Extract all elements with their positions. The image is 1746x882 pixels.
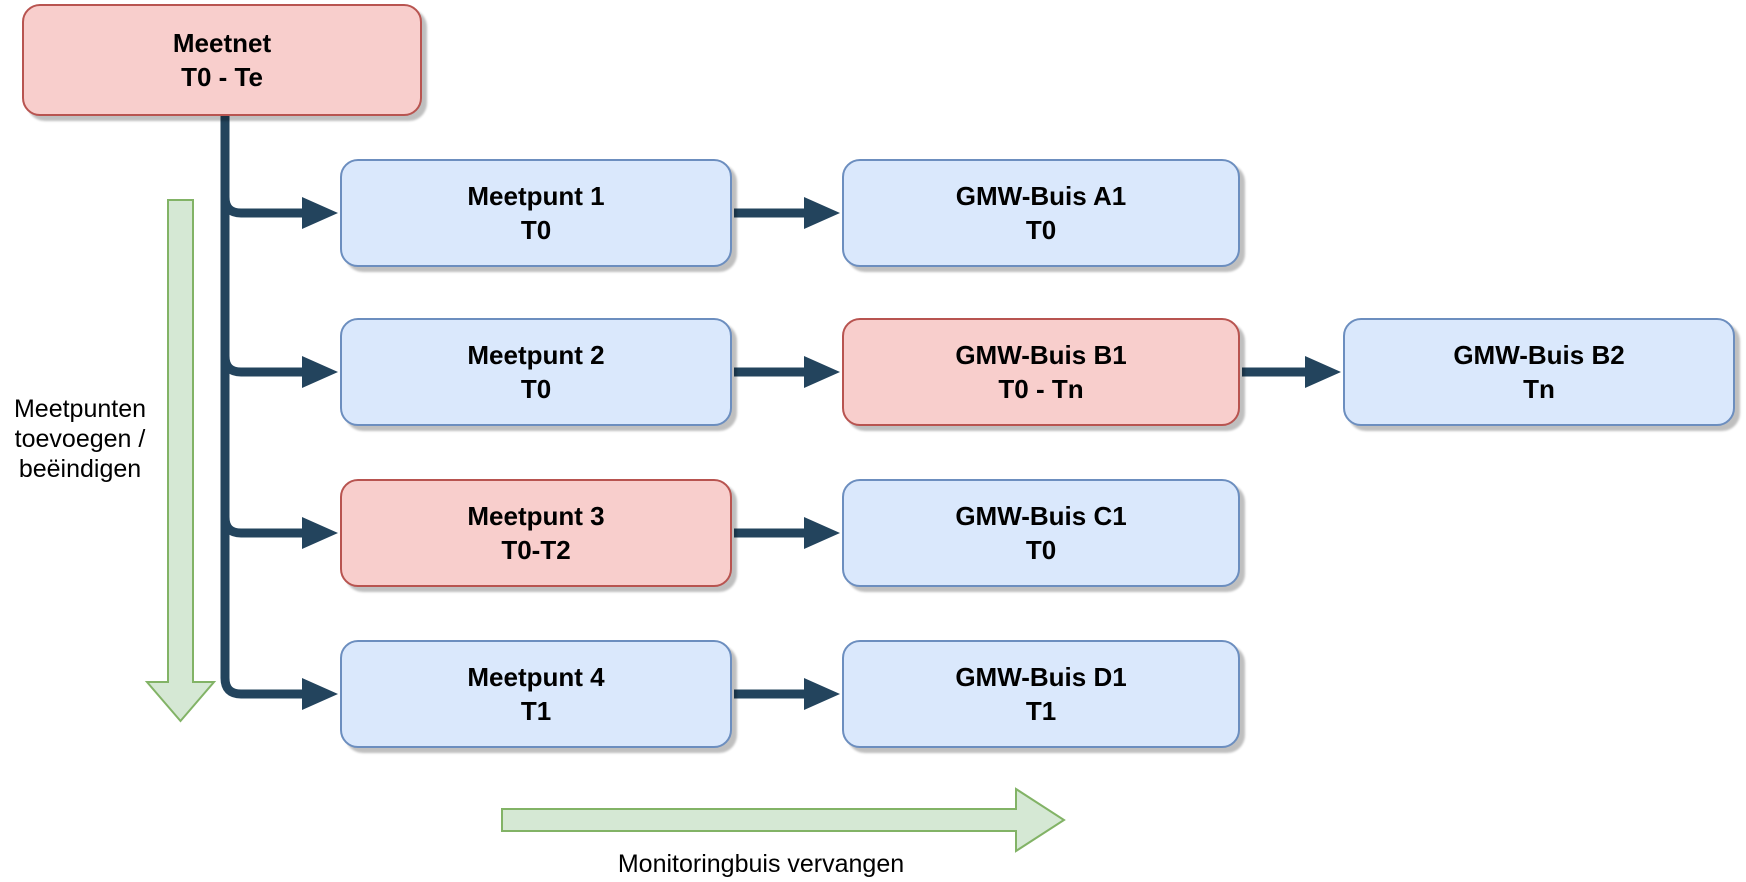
left-arrow-caption-line1: Meetpunten (13, 395, 147, 423)
left-arrow-caption-line2: toevoegen / (14, 425, 146, 453)
node-meetpunt-3-period: T0-T2 (501, 535, 571, 565)
node-gmw-buis-d1-label: GMW-Buis D1 (955, 662, 1127, 692)
node-gmw-buis-d1-period: T1 (1025, 696, 1057, 726)
node-gmw-buis-b2-label: GMW-Buis B2 (1453, 340, 1625, 370)
node-meetpunt-4-label: Meetpunt 4 (467, 662, 605, 692)
arrowhead-gmwc1 (804, 517, 840, 549)
node-meetpunt-2-label: Meetpunt 2 (467, 340, 605, 370)
node-meetpunt-1-period: T0 (520, 215, 552, 245)
node-gmw-buis-a1-label: GMW-Buis A1 (955, 181, 1127, 211)
down-arrow-icon (144, 199, 217, 723)
arrowhead-meetpunt1 (302, 197, 338, 229)
arrowhead-gmwb1 (804, 356, 840, 388)
node-gmw-buis-b2: GMW-Buis B2 Tn (1343, 318, 1735, 426)
connector-meetnet-meetpunt2 (220, 116, 303, 377)
node-meetnet: Meetnet T0 - Te (22, 4, 422, 116)
arrowhead-meetpunt3 (302, 517, 338, 549)
node-meetnet-label: Meetnet (172, 28, 272, 58)
arrowhead-gmwd1 (804, 678, 840, 710)
arrowhead-gmwb2 (1305, 356, 1341, 388)
node-gmw-buis-b1: GMW-Buis B1 T0 - Tn (842, 318, 1240, 426)
node-gmw-buis-b2-period: Tn (1523, 374, 1555, 404)
node-meetpunt-3-label: Meetpunt 3 (467, 501, 605, 531)
node-meetpunt-3: Meetpunt 3 T0-T2 (340, 479, 732, 587)
node-meetpunt-2-period: T0 (520, 374, 552, 404)
node-meetpunt-2: Meetpunt 2 T0 (340, 318, 732, 426)
left-arrow-caption-line3: beëindigen (18, 455, 142, 483)
node-gmw-buis-c1-period: T0 (1025, 535, 1057, 565)
node-gmw-buis-b1-period: T0 - Tn (998, 374, 1084, 404)
bottom-arrow-caption: Monitoringbuis vervangen (617, 850, 905, 878)
node-gmw-buis-c1-label: GMW-Buis C1 (955, 501, 1127, 531)
left-arrow-caption: Meetpunten toevoegen / beëindigen (10, 394, 150, 484)
node-gmw-buis-a1-period: T0 (1025, 215, 1057, 245)
arrowhead-meetpunt2 (302, 356, 338, 388)
node-gmw-buis-a1: GMW-Buis A1 T0 (842, 159, 1240, 267)
right-arrow-icon (501, 787, 1066, 853)
node-meetpunt-1-label: Meetpunt 1 (467, 181, 605, 211)
node-gmw-buis-c1: GMW-Buis C1 T0 (842, 479, 1240, 587)
connector-meetnet-meetpunt1 (220, 116, 303, 218)
connector-meetnet-meetpunt3 (220, 116, 303, 538)
arrowhead-meetpunt4 (302, 678, 338, 710)
node-meetpunt-4-period: T1 (520, 696, 552, 726)
node-meetpunt-1: Meetpunt 1 T0 (340, 159, 732, 267)
node-meetpunt-4: Meetpunt 4 T1 (340, 640, 732, 748)
node-gmw-buis-d1: GMW-Buis D1 T1 (842, 640, 1240, 748)
node-gmw-buis-b1-label: GMW-Buis B1 (955, 340, 1127, 370)
connector-meetnet-meetpunt4 (220, 116, 303, 699)
node-meetnet-period: T0 - Te (181, 62, 263, 92)
arrowhead-gmwa1 (804, 197, 840, 229)
